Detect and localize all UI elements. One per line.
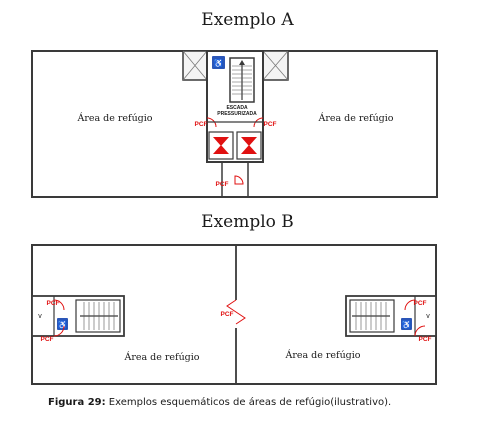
elevator-icon [208,131,234,160]
door-swing-icon [253,117,264,128]
stair-label-line1: ESCADA [226,105,248,111]
stair-icon [229,57,255,103]
left-stair-core: ♿ [31,295,125,337]
right-stair-core: ♿ [345,295,437,337]
example-b-area-right: Área de refúgio [284,349,360,361]
wheelchair-icon [57,318,68,330]
example-a-plan: ♿ ESCADA PRESSURIZADA Área de refúgio Ár… [31,50,438,198]
figure-caption-text: Exemplos esquemáticos de áreas de refúgi… [105,397,392,408]
example-b-plan: ♿ ♿ Área de refúgio Área de refúgio PCF [31,244,437,385]
example-b-door-center: PCF [221,311,234,318]
stair-label-line2: PRESSURIZADA [217,111,257,117]
door-swing-icon [53,325,65,337]
example-a-door-left: PCF [195,121,208,128]
wheelchair-icon [401,318,412,330]
door-swing-icon [404,299,416,311]
svg-text:♿: ♿ [402,320,412,330]
example-a-title: Exemplo A [201,10,294,30]
example-b-door-right-bottom: PCF [419,336,432,343]
door-swing-icon [53,299,65,311]
door-swing-icon [414,325,426,337]
example-b-title: Exemplo B [201,212,294,232]
elevator-icon [236,131,262,160]
example-a-area-left: Área de refúgio [76,112,152,124]
example-b-door-left-top: PCF [47,300,60,307]
example-a-door-right: PCF [264,121,277,128]
example-b-area-left: Área de refúgio [123,351,199,363]
svg-text:♿: ♿ [214,58,224,68]
door-swing-icon [234,175,244,185]
shaft-left [182,50,208,81]
door-swing-icon [226,299,246,325]
example-b-door-right-top: PCF [414,300,427,307]
example-b-mark-right: v [426,313,430,320]
example-b-mark-left: v [38,313,42,320]
wheelchair-icon: ♿ [212,56,225,69]
figure-caption: Figura 29: Exemplos esquemáticos de área… [48,397,391,408]
example-a-door-bottom: PCF [216,181,229,188]
door-swing-icon [206,117,217,128]
example-a-area-right: Área de refúgio [317,112,393,124]
figure-caption-label: Figura 29: [48,397,106,408]
example-b-door-left-bottom: PCF [41,336,54,343]
svg-text:♿: ♿ [58,320,68,330]
shaft-right [262,50,289,81]
